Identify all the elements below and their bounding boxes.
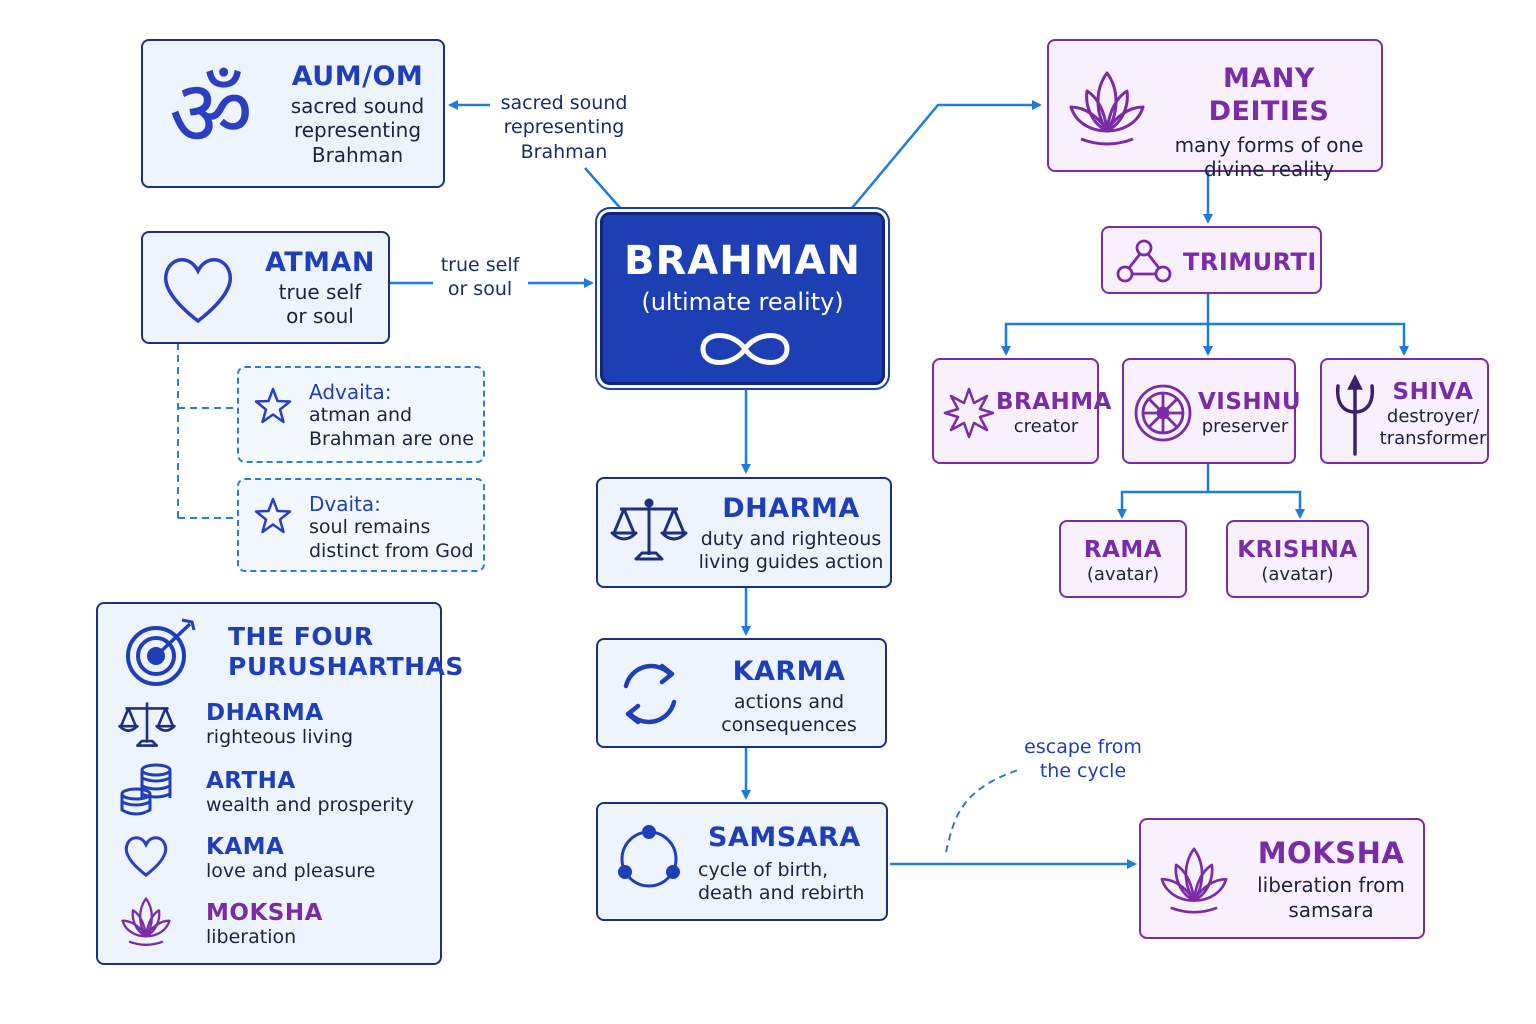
atman-node[interactable]: ATMAN true self or soul xyxy=(141,231,390,344)
triangle-nodes-icon xyxy=(1115,238,1173,288)
escape-label: escape from the cycle xyxy=(1024,736,1142,783)
moksha-title: MOKSHA xyxy=(1257,836,1405,870)
aum-edge-label: sacred sound representing Brahman xyxy=(500,92,628,163)
aum-title: AUM/OM xyxy=(291,61,424,92)
dashed-escape xyxy=(945,769,1019,853)
brahman-node[interactable]: BRAHMAN (ultimate reality) xyxy=(600,212,885,385)
advaita-node[interactable]: Advaita: atman and Brahman are one xyxy=(237,366,485,463)
samsara-node[interactable]: SAMSARA cycle of birth, death and rebirt… xyxy=(596,802,888,921)
brahman-sub: (ultimate reality) xyxy=(641,287,844,316)
lotus-icon xyxy=(116,892,176,956)
trident-icon xyxy=(1330,374,1380,460)
purushartha-desc: righteous living xyxy=(206,726,354,748)
arrow-to-shiva xyxy=(1208,322,1409,356)
advaita-title: Advaita: xyxy=(309,380,392,404)
scales-icon xyxy=(610,495,688,569)
deities-desc: many forms of one divine reality xyxy=(1174,132,1364,182)
karma-title: KARMA xyxy=(732,656,846,687)
coins-icon xyxy=(118,762,176,822)
purushartha-desc: love and pleasure xyxy=(206,860,376,882)
dharma-desc: duty and righteous living guides action xyxy=(698,527,884,574)
trimurti-node[interactable]: TRIMURTI xyxy=(1101,226,1322,294)
samsara-title: SAMSARA xyxy=(708,822,861,853)
deities-title: MANY DEITIES xyxy=(1208,63,1330,127)
star-icon xyxy=(253,386,293,430)
atman-title: ATMAN xyxy=(264,247,376,278)
arrow-to-rama xyxy=(1117,490,1208,519)
purusharthas-panel: THE FOUR PURUSHARTHAS DHARMA righteous l… xyxy=(96,602,463,965)
dvaita-title: Dvaita: xyxy=(309,492,381,516)
arrow-to-deities xyxy=(851,100,1042,209)
trimurti-title: TRIMURTI xyxy=(1183,248,1317,276)
vishnu-title: VISHNU xyxy=(1198,389,1302,415)
lotus-icon xyxy=(1061,63,1153,159)
krishna-node[interactable]: KRISHNA (avatar) xyxy=(1226,520,1369,598)
purushartha-item: ARTHA wealth and prosperity xyxy=(206,768,414,816)
circle-nodes-icon xyxy=(610,820,688,902)
star-icon xyxy=(253,496,293,540)
svg-text:ॐ: ॐ xyxy=(169,61,253,161)
purushartha-title: KAMA xyxy=(206,834,285,860)
karma-desc: actions and consequences xyxy=(721,690,857,737)
karma-node[interactable]: KARMA actions and consequences xyxy=(596,638,887,748)
shiva-desc: destroyer/ transformer xyxy=(1379,406,1487,449)
lotus-icon xyxy=(1153,840,1235,926)
rama-node[interactable]: RAMA (avatar) xyxy=(1059,520,1187,598)
purushartha-desc: wealth and prosperity xyxy=(206,794,414,816)
rama-title: RAMA xyxy=(1083,537,1163,563)
atman-edge-label: true self or soul xyxy=(440,254,520,301)
target-icon xyxy=(122,616,200,692)
brahman-title: BRAHMAN xyxy=(624,238,861,284)
shiva-node[interactable]: SHIVA destroyer/ transformer xyxy=(1320,358,1489,464)
om-icon: ॐ xyxy=(161,60,261,167)
dharma-title: DHARMA xyxy=(722,493,860,524)
moksha-desc: liberation from samsara xyxy=(1257,873,1405,922)
krishna-desc: (avatar) xyxy=(1261,564,1334,586)
infinity-icon xyxy=(695,327,795,375)
purushartha-title: ARTHA xyxy=(206,768,296,794)
purushartha-title: DHARMA xyxy=(206,700,324,726)
arrow-to-krishna xyxy=(1208,490,1305,519)
krishna-title: KRISHNA xyxy=(1237,537,1358,563)
heart-icon xyxy=(157,247,239,333)
vishnu-node[interactable]: VISHNU preserver xyxy=(1122,358,1302,464)
cycle-arrows-icon xyxy=(612,656,688,736)
dvaita-node[interactable]: Dvaita: soul remains distinct from God xyxy=(237,478,485,572)
rama-desc: (avatar) xyxy=(1086,564,1160,586)
purushartha-item: MOKSHA liberation xyxy=(206,900,323,948)
advaita-desc: atman and Brahman are one xyxy=(309,404,474,450)
dvaita-desc: soul remains distinct from God xyxy=(309,516,474,562)
scales-icon xyxy=(118,698,176,754)
arrow-to-brahma xyxy=(1001,322,1208,356)
brahma-title: BRAHMA xyxy=(996,389,1112,415)
aum-desc: sacred sound representing Brahman xyxy=(290,93,425,167)
aum-node[interactable]: ॐ AUM/OM sacred sound representing Brahm… xyxy=(141,39,445,188)
deities-node[interactable]: MANY DEITIES many forms of one divine re… xyxy=(1047,39,1383,181)
line-brahman-aum xyxy=(584,167,623,211)
shiva-title: SHIVA xyxy=(1392,379,1474,405)
brahma-node[interactable]: BRAHMA creator xyxy=(932,358,1112,464)
purushartha-title: MOKSHA xyxy=(206,900,323,926)
moksha-node[interactable]: MOKSHA liberation from samsara xyxy=(1139,818,1425,939)
brahma-desc: creator xyxy=(1013,416,1079,438)
star-burst-icon xyxy=(942,386,996,444)
purushartha-item: KAMA love and pleasure xyxy=(206,834,375,882)
purushartha-desc: liberation xyxy=(206,926,297,948)
purushartha-item: DHARMA righteous living xyxy=(206,700,353,748)
chakra-icon xyxy=(1132,382,1194,448)
purusharthas-title: THE FOUR PURUSHARTHAS xyxy=(228,622,464,681)
heart-icon xyxy=(120,830,172,884)
atman-desc: true self or soul xyxy=(278,279,362,329)
samsara-desc: cycle of birth, death and rebirth xyxy=(698,858,865,905)
dharma-node[interactable]: DHARMA duty and righteous living guides … xyxy=(596,477,892,588)
vishnu-desc: preserver xyxy=(1201,416,1289,438)
